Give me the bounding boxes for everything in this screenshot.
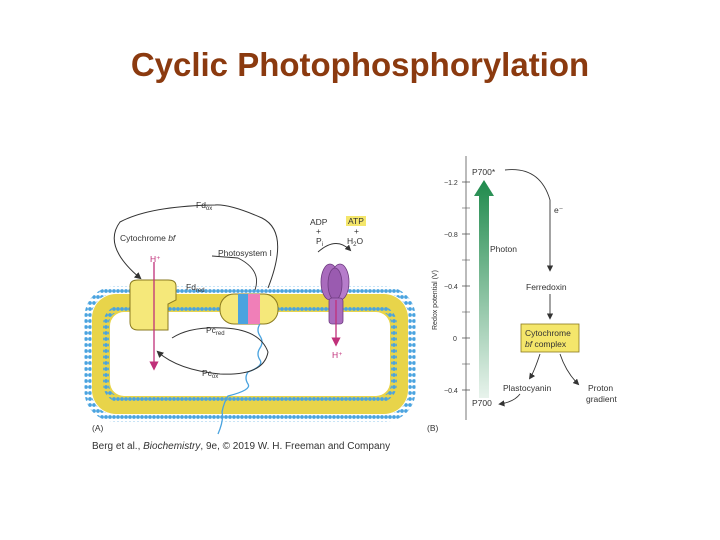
cyt-box-line2: bf complex [525, 339, 567, 349]
ferredoxin-label: Ferredoxin [526, 282, 567, 292]
atp-synthase [320, 263, 350, 325]
thylakoid-membrane [84, 286, 416, 422]
atp-synthesis-arrow [317, 243, 352, 253]
fd-reduction-arrow [211, 255, 258, 291]
cyt-to-plastocyanin-arrow [529, 353, 541, 380]
cytochrome-bf-label: Cytochrome bf [120, 233, 177, 243]
pc-cycle-arrow [156, 327, 269, 375]
h-plus-bottom-label: H⁺ [332, 350, 343, 360]
p700-label: P700 [472, 398, 492, 408]
tick-label: 0 [453, 336, 457, 343]
atp-label: ATP [348, 216, 364, 226]
proton-label: Proton [588, 383, 613, 393]
adp-label: ADP [310, 217, 328, 227]
redox-axis [462, 156, 470, 420]
atp-highlight [346, 216, 366, 226]
axis-label: Redox potential (V) [432, 270, 439, 330]
photon-label: Photon [490, 244, 517, 254]
tick-label: −0.4 [444, 284, 458, 291]
cyt-to-proton-arrow [559, 353, 580, 386]
fd-ox-label: Fdox [196, 200, 212, 212]
cytochrome-bf-box [520, 323, 580, 353]
figure-caption: Berg et al., Biochemistry, 9e, © 2019 W.… [92, 441, 390, 452]
fd-cycle-arrow [113, 204, 279, 289]
electron-path-arrow [504, 169, 554, 272]
photosystem-1-label: Photosystem I [218, 248, 272, 258]
fd-red-label: Fdred [186, 282, 205, 294]
pc-ox-label: Pcox [202, 368, 218, 380]
tick-label: −0.4 [444, 388, 458, 395]
plus-label-2: + [354, 226, 359, 236]
tick-label: −1.2 [444, 180, 458, 187]
cyt-box-line1: Cytochrome [525, 328, 571, 338]
h2o-label: H2O [347, 236, 363, 248]
slide-title: Cyclic Photophosphorylation [130, 46, 590, 83]
plastocyanin-label: Plastocyanin [503, 383, 551, 393]
plastocyanin-to-p700-arrow [498, 393, 521, 407]
h-plus-top-label: H⁺ [150, 254, 161, 264]
panel-a-label: (A) [92, 423, 104, 433]
electron-label: e⁻ [554, 205, 564, 215]
pc-red-label: Pcred [206, 325, 225, 337]
cytochrome-bf-complex [129, 279, 177, 331]
pi-label: Pi [316, 236, 323, 248]
gradient-label: gradient [586, 394, 617, 404]
tick-label: −0.8 [444, 232, 458, 239]
photon-arrow [474, 180, 494, 398]
p700-star-label: P700* [472, 167, 496, 177]
panel-b-label: (B) [427, 423, 439, 433]
photosystem-1 [219, 293, 279, 325]
plus-label-1: + [316, 226, 321, 236]
